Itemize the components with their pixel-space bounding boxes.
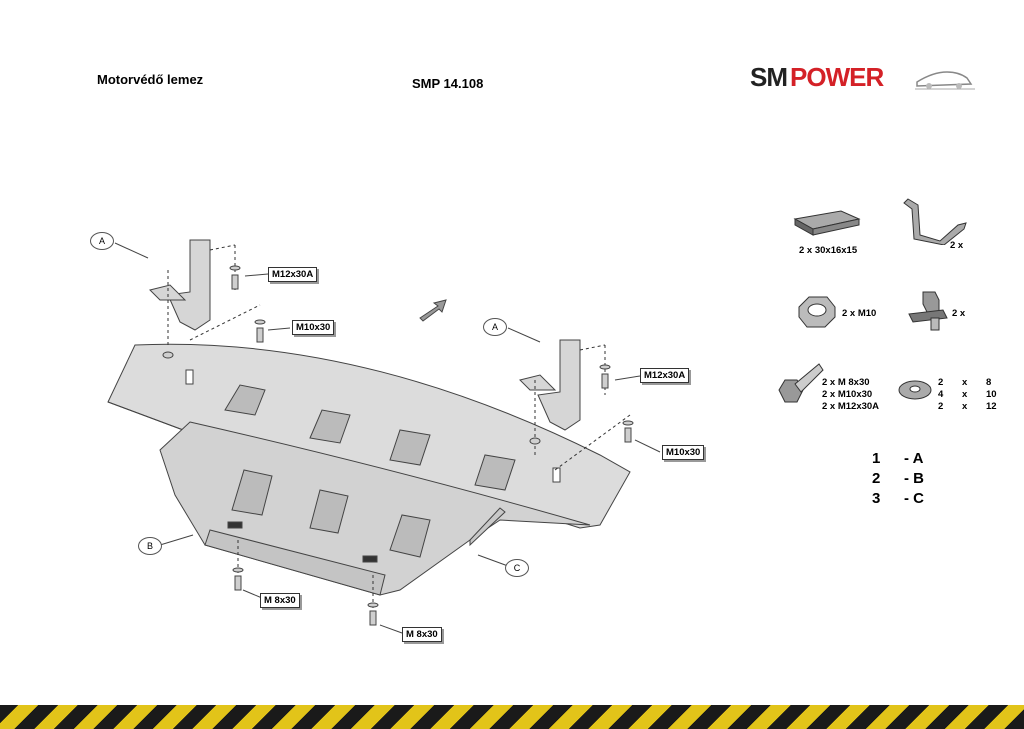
- callout-b: B: [138, 537, 162, 555]
- hardware-bolts-list: 2 x M 8x30 2 x M10x30 2 x M12x30A: [822, 377, 879, 413]
- cage-nut-icon: [908, 291, 948, 331]
- hardware-nut-qty: 2 x M10: [842, 308, 877, 319]
- washer-qty: 4: [938, 389, 944, 400]
- legend-row-1: 1 - A: [872, 450, 923, 467]
- part-number: SMP 14.108: [412, 76, 484, 91]
- bolt-label-m12-right: M12x30A: [640, 368, 690, 383]
- washer-size: 10: [986, 389, 997, 400]
- legend-part: - A: [904, 450, 924, 467]
- legend-num: 3: [872, 490, 881, 507]
- bolt-label-m8-left: M 8x30: [260, 593, 300, 608]
- direction-arrow-icon: [419, 299, 447, 322]
- bolt-label-m10-left: M10x30: [292, 320, 335, 335]
- washer-row: 2 x 12: [938, 401, 997, 413]
- washer-size: 12: [986, 401, 997, 412]
- bolt-label-m8-right: M 8x30: [402, 627, 442, 642]
- washer-row: 4 x 10: [938, 389, 997, 401]
- callout-a-left: A: [90, 232, 114, 250]
- hardware-bracket-qty: 2 x: [950, 240, 964, 251]
- washer-row: 2 x 8: [938, 377, 997, 389]
- legend-row-3: 3 - C: [872, 490, 924, 507]
- hardware-bolt-m8: 2 x M 8x30: [822, 377, 870, 388]
- hardware-bolt-m12: 2 x M12x30A: [822, 401, 880, 412]
- logo-sm-text: SM: [750, 62, 788, 92]
- bracket-a-left: [149, 239, 211, 331]
- smpower-logo: SM POWER: [750, 60, 975, 96]
- callout-a-right: A: [483, 318, 507, 336]
- logo-car-icon: [915, 71, 975, 90]
- hardware-cage-nut-qty: 2 x: [952, 308, 966, 319]
- bolt-label-m12-left: M12x30A: [268, 267, 318, 282]
- legend-row-2: 2 - B: [872, 470, 924, 487]
- plate-spacer-icon: [793, 210, 861, 236]
- bracket-icon: [903, 198, 967, 245]
- hex-bolt-icon: [778, 363, 824, 403]
- washer-x: x: [962, 401, 968, 412]
- washer-qty: 2: [938, 377, 944, 388]
- hardware-washers-list: 2 x 8 4 x 10 2 x 12: [938, 377, 997, 413]
- main-skid-plate: [107, 343, 631, 596]
- washer-icon: [898, 380, 932, 400]
- bolt-label-m10-right: M10x30: [662, 445, 705, 460]
- washer-x: x: [962, 377, 968, 388]
- bracket-a-right: [519, 339, 581, 431]
- legend-num: 2: [872, 470, 881, 487]
- hardware-bolt-m10: 2 x M10x30: [822, 389, 873, 400]
- legend-part: - C: [904, 490, 924, 507]
- washer-qty: 2: [938, 401, 944, 412]
- washer-size: 8: [986, 377, 992, 388]
- hazard-stripe-footer: [0, 705, 1024, 729]
- hardware-plate-qty: 2 x 30x16x15: [799, 245, 858, 256]
- legend-part: - B: [904, 470, 924, 487]
- document-title: Motorvédő lemez: [97, 72, 204, 87]
- washer-x: x: [962, 389, 968, 400]
- legend-num: 1: [872, 450, 881, 467]
- hex-nut-icon: [798, 296, 836, 328]
- logo-power-text: POWER: [790, 62, 884, 92]
- callout-c: C: [505, 559, 529, 577]
